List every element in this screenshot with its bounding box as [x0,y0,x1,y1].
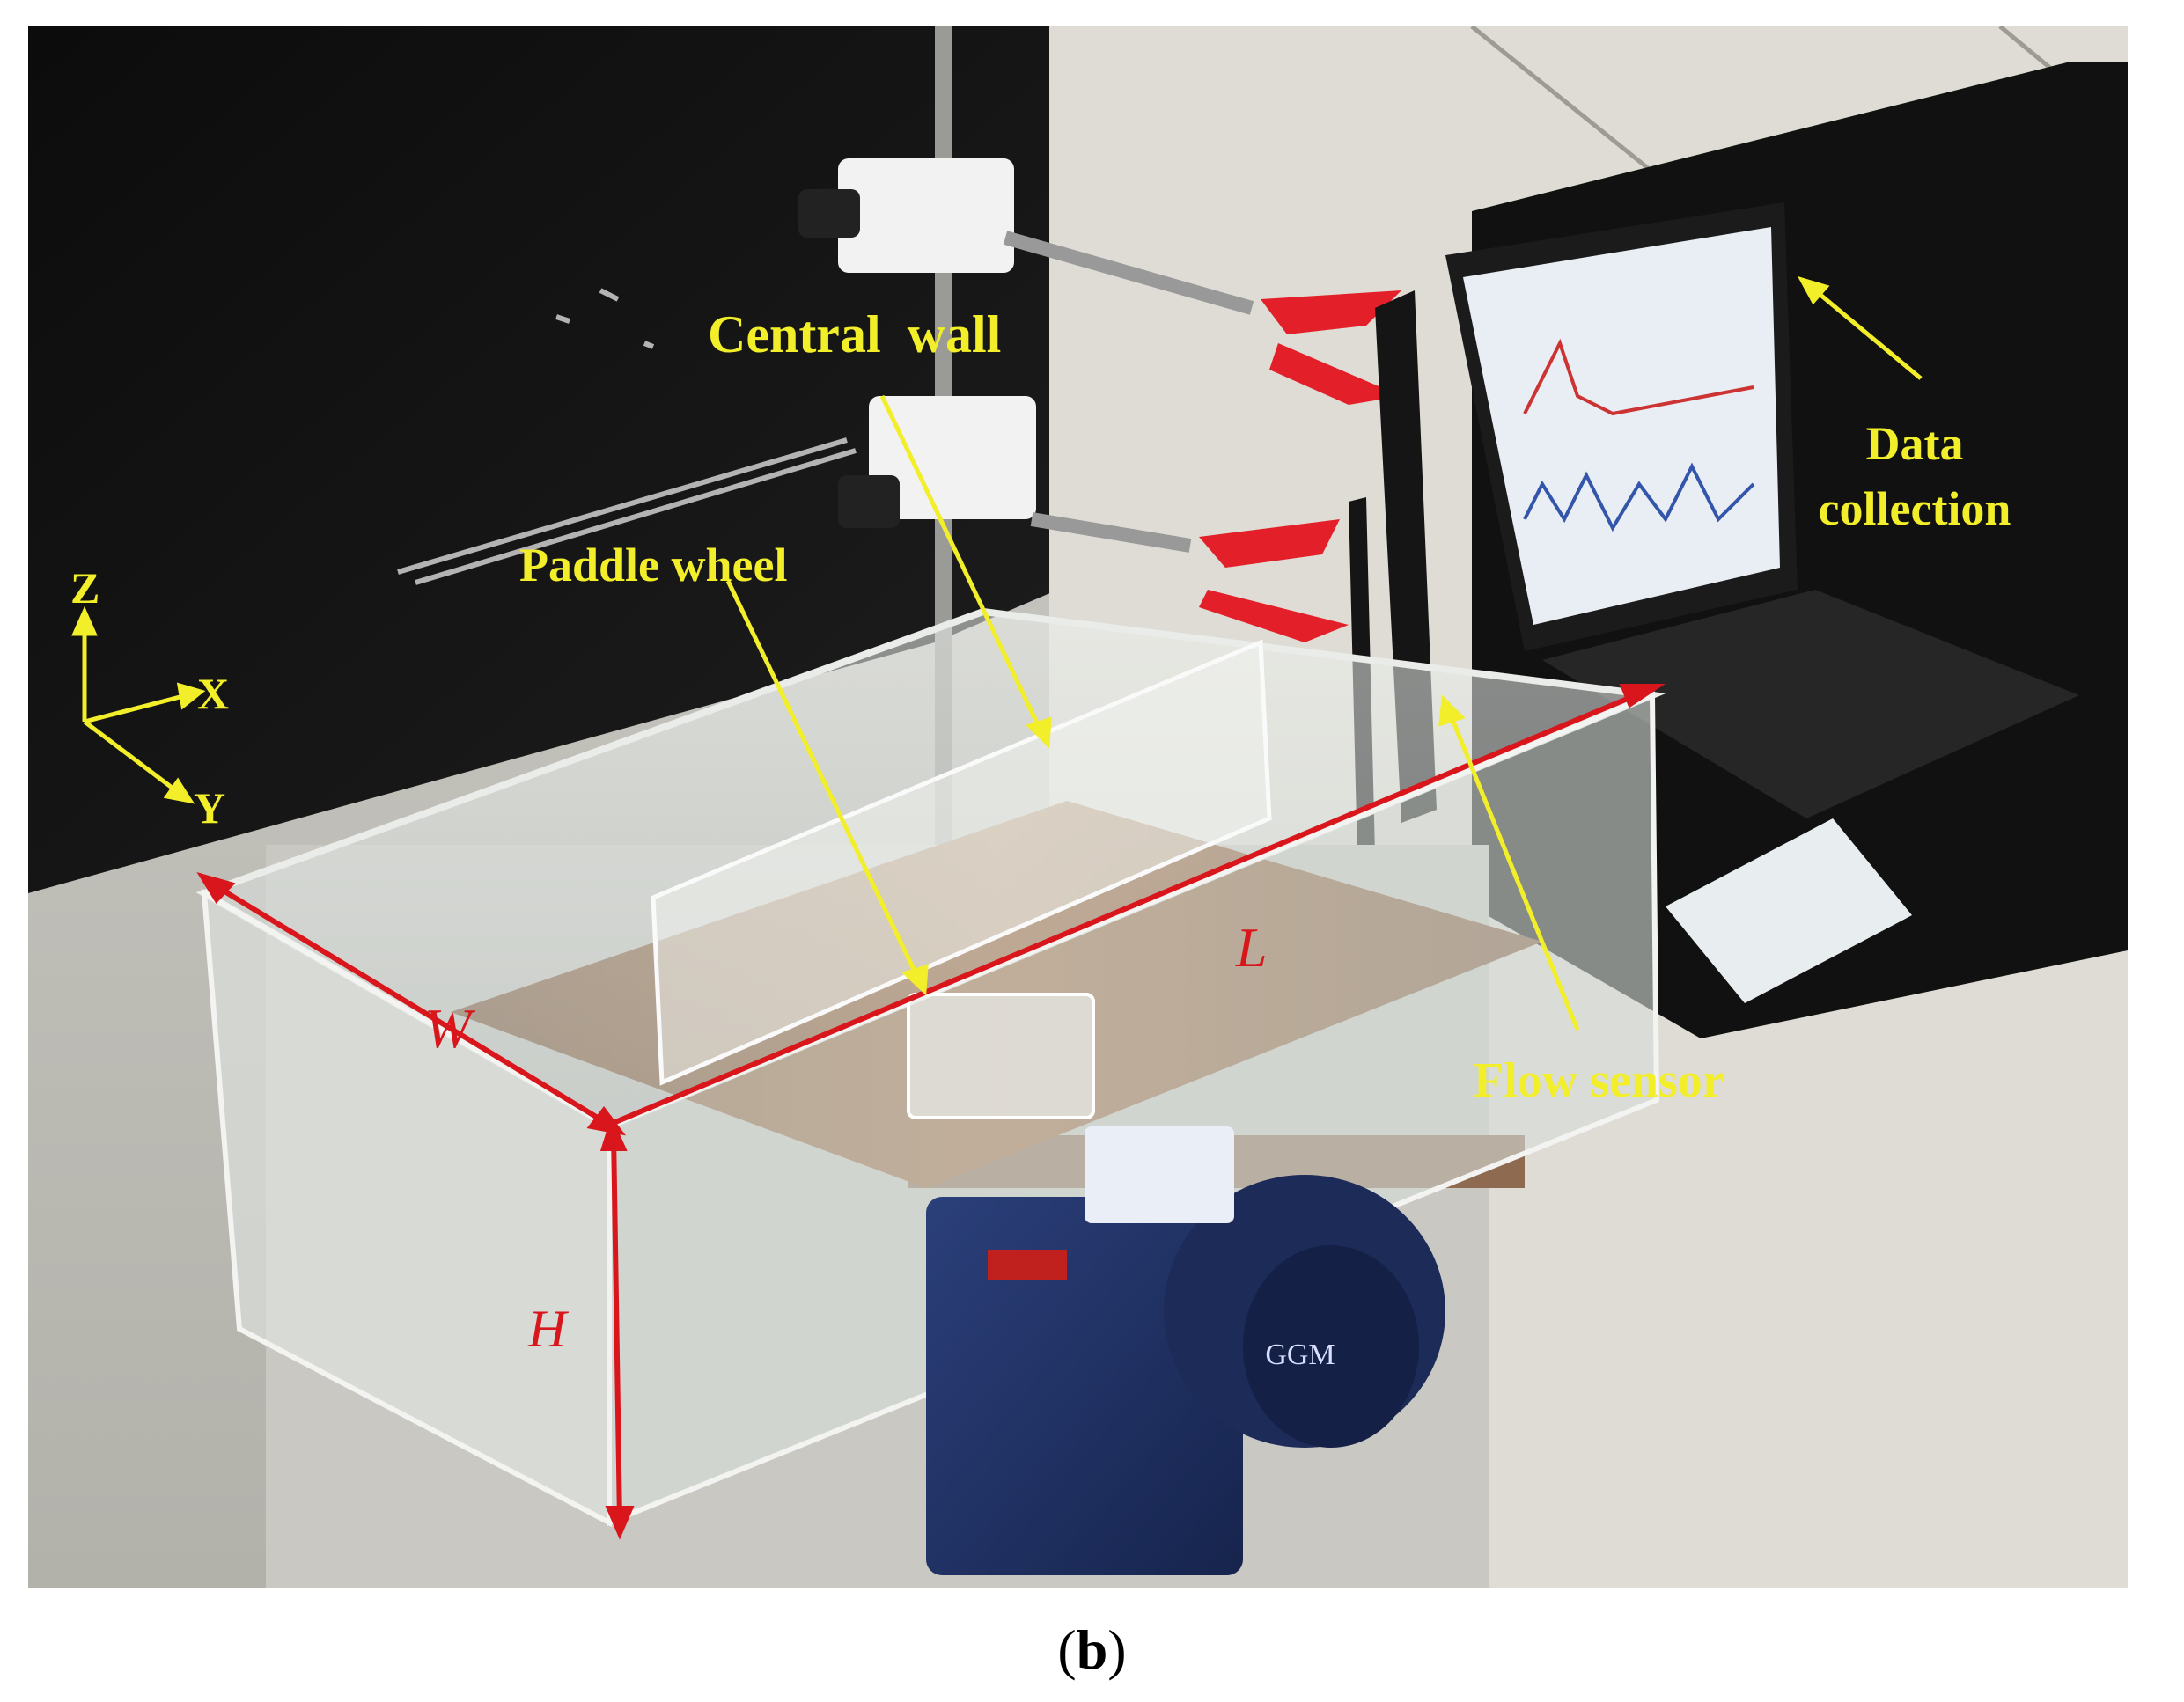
experimental-setup-photo: GGM W L H Z X Y Central wall Pa [28,26,2128,1588]
dimension-arrows [196,684,1666,1540]
caption-close-paren: ) [1107,1618,1127,1681]
height-arrow [611,1133,622,1523]
data-collection-pointer [1813,289,1923,380]
flow-sensor-label: Flow sensor [1474,1053,1724,1108]
height-label: H [527,1300,570,1358]
paddle-wheel-pointer [725,579,920,979]
coordinate-axes [71,605,206,804]
central-wall-pointer [879,394,1043,732]
laptop-graph-1 [1523,338,1754,416]
central-wall-label: Central wall [708,305,1001,363]
axis-y-label: Y [194,783,225,833]
upper-clamp [798,158,1401,405]
laptop-graph-2 [1523,462,1755,532]
data-collection-label-line1: Data [1866,417,1964,470]
caption-open-paren: ( [1057,1618,1077,1681]
caption-letter: b [1076,1618,1108,1681]
chalk-marks [397,288,857,585]
motor-unit: GGM [926,1126,1445,1575]
width-arrow [211,882,611,1127]
motor-brand-text: GGM [1265,1339,1335,1371]
flow-sensor-pointer [1447,712,1580,1031]
paddle-wheel-label: Paddle wheel [519,539,788,591]
axis-x-label: X [197,669,229,718]
central-wall [651,639,1272,1086]
paddle-wheel [907,993,1095,1119]
width-label: W [424,997,476,1060]
lower-clamp [838,396,1349,642]
laptop-screen [1463,227,1780,625]
data-collection-label-line2: collection [1819,482,2011,535]
length-arrow [607,688,1648,1127]
data-logger-box [1666,818,1912,1003]
callout-lines [725,275,1923,1031]
length-label: L [1235,916,1268,979]
figure-caption: (b) [0,1618,2184,1683]
laptop-keyboard [1542,590,2079,818]
tank-side-face [607,691,1660,1527]
axis-z-label: Z [70,563,99,613]
